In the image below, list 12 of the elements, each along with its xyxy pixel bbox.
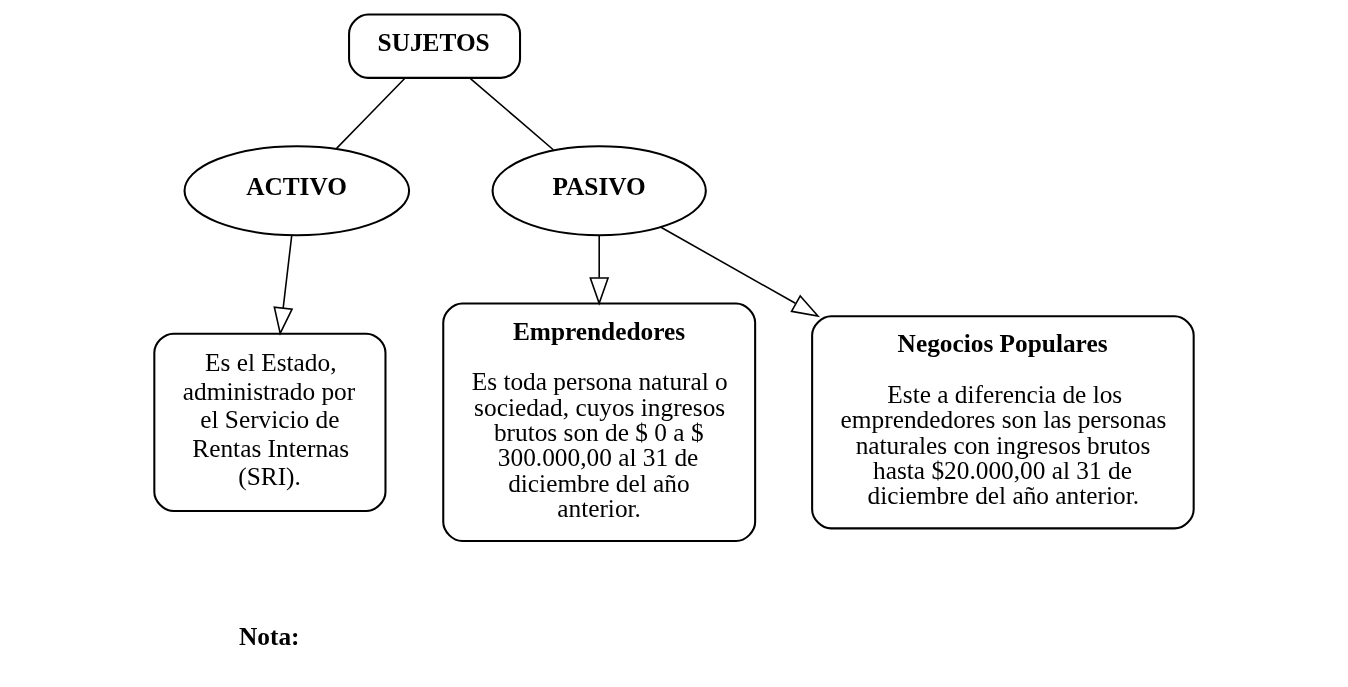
node-ellipse: ACTIVO	[183, 145, 411, 237]
label: Nota:	[239, 622, 300, 651]
node-ellipse: PASIVO	[491, 145, 707, 237]
node-box: SUJETOS	[348, 13, 522, 79]
arrow	[273, 235, 294, 336]
arrow	[589, 235, 610, 306]
arrow	[660, 226, 821, 318]
connector	[469, 77, 555, 151]
node-box: Es el Estado, administrado por el Servicio de Rentas Internas (SRI).	[153, 332, 387, 512]
node-box: Emprendedores Es toda persona natural o sociedad, cuyos ingresos brutos son de $ 0 a $ 300.000,00 al 31 de diciembre del año anterior.	[442, 302, 757, 543]
connector	[335, 77, 406, 150]
node-box: Negocios Populares Este a diferencia de los emprendedores son las personas naturales con ingresos brutos hasta $20.000,00 al 31 de diciembre del año anterior.	[811, 315, 1195, 530]
